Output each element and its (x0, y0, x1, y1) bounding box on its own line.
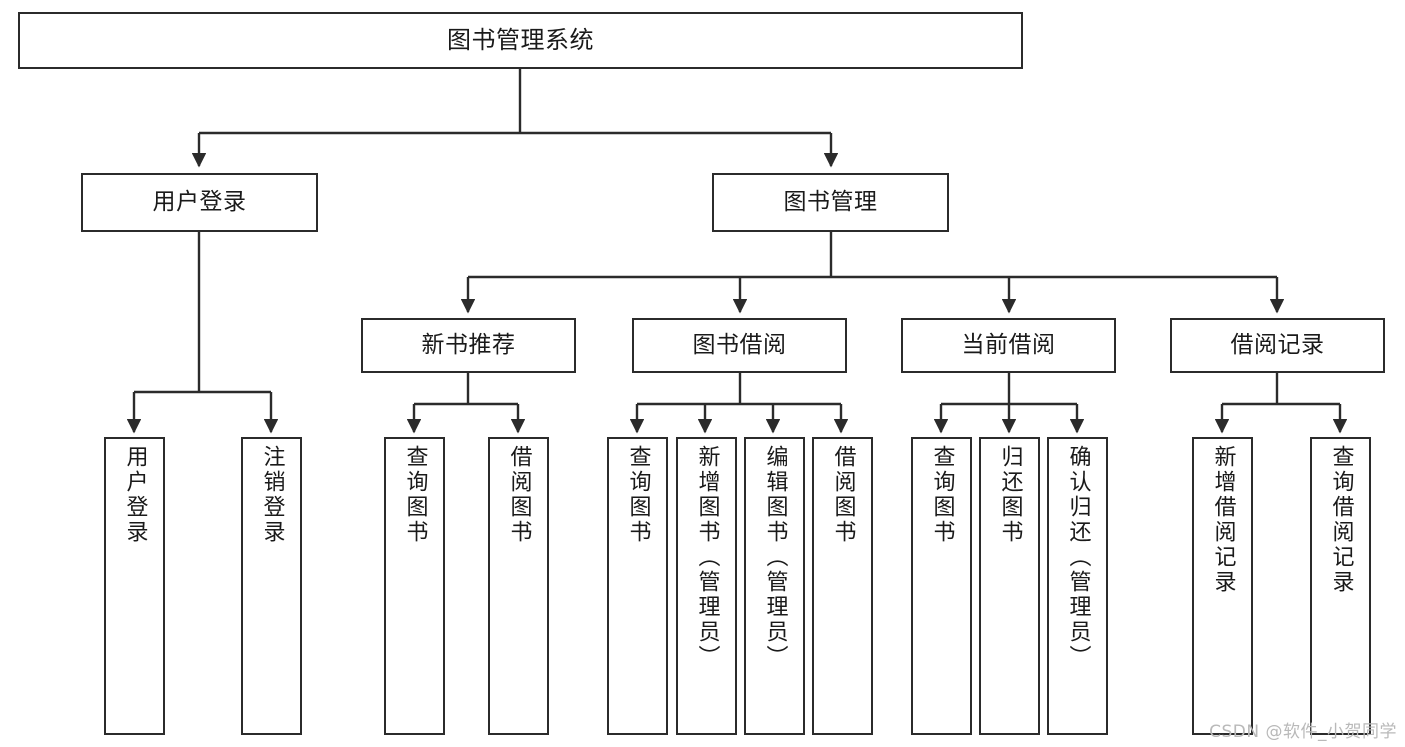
node-current-borrowing[interactable]: 当前借阅 (901, 318, 1116, 373)
node-label: 编辑图书（管理员） (762, 445, 788, 670)
node-label: 新增借阅记录 (1210, 445, 1236, 595)
leaf-user-login[interactable]: 用户登录 (104, 437, 165, 735)
leaf-edit-book-admin[interactable]: 编辑图书（管理员） (744, 437, 805, 735)
node-label: 图书管理 (783, 188, 878, 215)
node-label: 归还图书 (997, 445, 1023, 545)
leaf-return-books[interactable]: 归还图书 (979, 437, 1040, 735)
node-label: 确认归还（管理员） (1065, 445, 1091, 670)
csdn-watermark: CSDN @软件_小贺同学 (1209, 722, 1397, 742)
node-book-borrowing[interactable]: 图书借阅 (632, 318, 847, 373)
node-label: 注销登录 (259, 445, 285, 545)
node-label: 借阅图书 (830, 445, 856, 545)
node-label: 新书推荐 (421, 331, 516, 358)
node-label: 借阅记录 (1230, 331, 1325, 358)
node-label: 用户登录 (152, 188, 247, 215)
leaf-query-books-borrowing[interactable]: 查询图书 (607, 437, 668, 735)
node-label: 图书管理系统 (447, 26, 594, 55)
node-label: 查询图书 (929, 445, 955, 545)
leaf-query-borrowing-record[interactable]: 查询借阅记录 (1310, 437, 1371, 735)
leaf-query-books-recommendation[interactable]: 查询图书 (384, 437, 445, 735)
node-label: 当前借阅 (961, 331, 1056, 358)
node-user-login[interactable]: 用户登录 (81, 173, 318, 232)
leaf-add-borrowing-record[interactable]: 新增借阅记录 (1192, 437, 1253, 735)
node-label: 借阅图书 (506, 445, 532, 545)
leaf-borrow-books-borrowing[interactable]: 借阅图书 (812, 437, 873, 735)
node-label: 图书借阅 (692, 331, 787, 358)
leaf-logout[interactable]: 注销登录 (241, 437, 302, 735)
node-borrowing-records[interactable]: 借阅记录 (1170, 318, 1385, 373)
leaf-confirm-return-admin[interactable]: 确认归还（管理员） (1047, 437, 1108, 735)
node-label: 查询图书 (625, 445, 651, 545)
leaf-add-book-admin[interactable]: 新增图书（管理员） (676, 437, 737, 735)
node-new-book-recommendation[interactable]: 新书推荐 (361, 318, 576, 373)
node-root-book-management-system[interactable]: 图书管理系统 (18, 12, 1023, 69)
node-label: 用户登录 (122, 445, 148, 545)
node-label: 新增图书（管理员） (694, 445, 720, 670)
leaf-borrow-books-recommendation[interactable]: 借阅图书 (488, 437, 549, 735)
leaf-query-books-current[interactable]: 查询图书 (911, 437, 972, 735)
node-book-management[interactable]: 图书管理 (712, 173, 949, 232)
node-label: 查询借阅记录 (1328, 445, 1354, 595)
node-label: 查询图书 (402, 445, 428, 545)
